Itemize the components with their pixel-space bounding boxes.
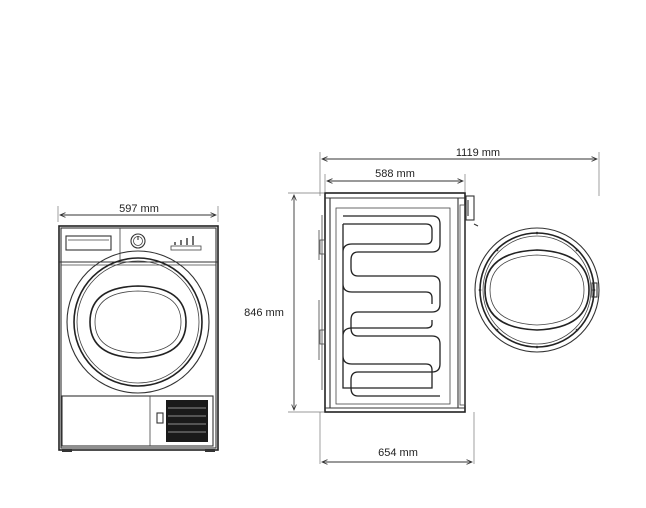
front-base-panel xyxy=(61,395,214,447)
total-depth-label: 1119 mm xyxy=(456,147,500,159)
drawer xyxy=(65,235,112,251)
height-dimension: 846 mm xyxy=(244,192,324,413)
body-depth-label: 588 mm xyxy=(375,168,415,180)
front-width-dimension: 597 mm xyxy=(57,203,219,222)
program-knob xyxy=(130,233,146,249)
height-label: 846 mm xyxy=(244,307,284,319)
door-latch xyxy=(591,282,598,298)
front-view: 597 mm xyxy=(57,203,219,452)
side-view: 1119 mm 588 mm 846 mm 654 mm xyxy=(244,147,600,464)
heat-exchanger-coil xyxy=(343,215,441,397)
door-hinge xyxy=(465,195,475,221)
side-cabinet xyxy=(324,192,466,413)
indicator-lights xyxy=(174,236,194,245)
body-depth-dimension: 588 mm xyxy=(324,168,466,192)
tank-handle xyxy=(156,412,164,424)
front-width-label: 597 mm xyxy=(119,203,159,215)
front-cabinet xyxy=(58,225,219,451)
open-door xyxy=(474,227,600,353)
depth-with-door-label: 654 mm xyxy=(378,447,418,459)
front-door xyxy=(66,250,210,394)
depth-with-door-dimension: 654 mm xyxy=(319,412,475,464)
total-depth-dimension: 1119 mm xyxy=(319,147,600,196)
front-grille xyxy=(166,400,208,442)
